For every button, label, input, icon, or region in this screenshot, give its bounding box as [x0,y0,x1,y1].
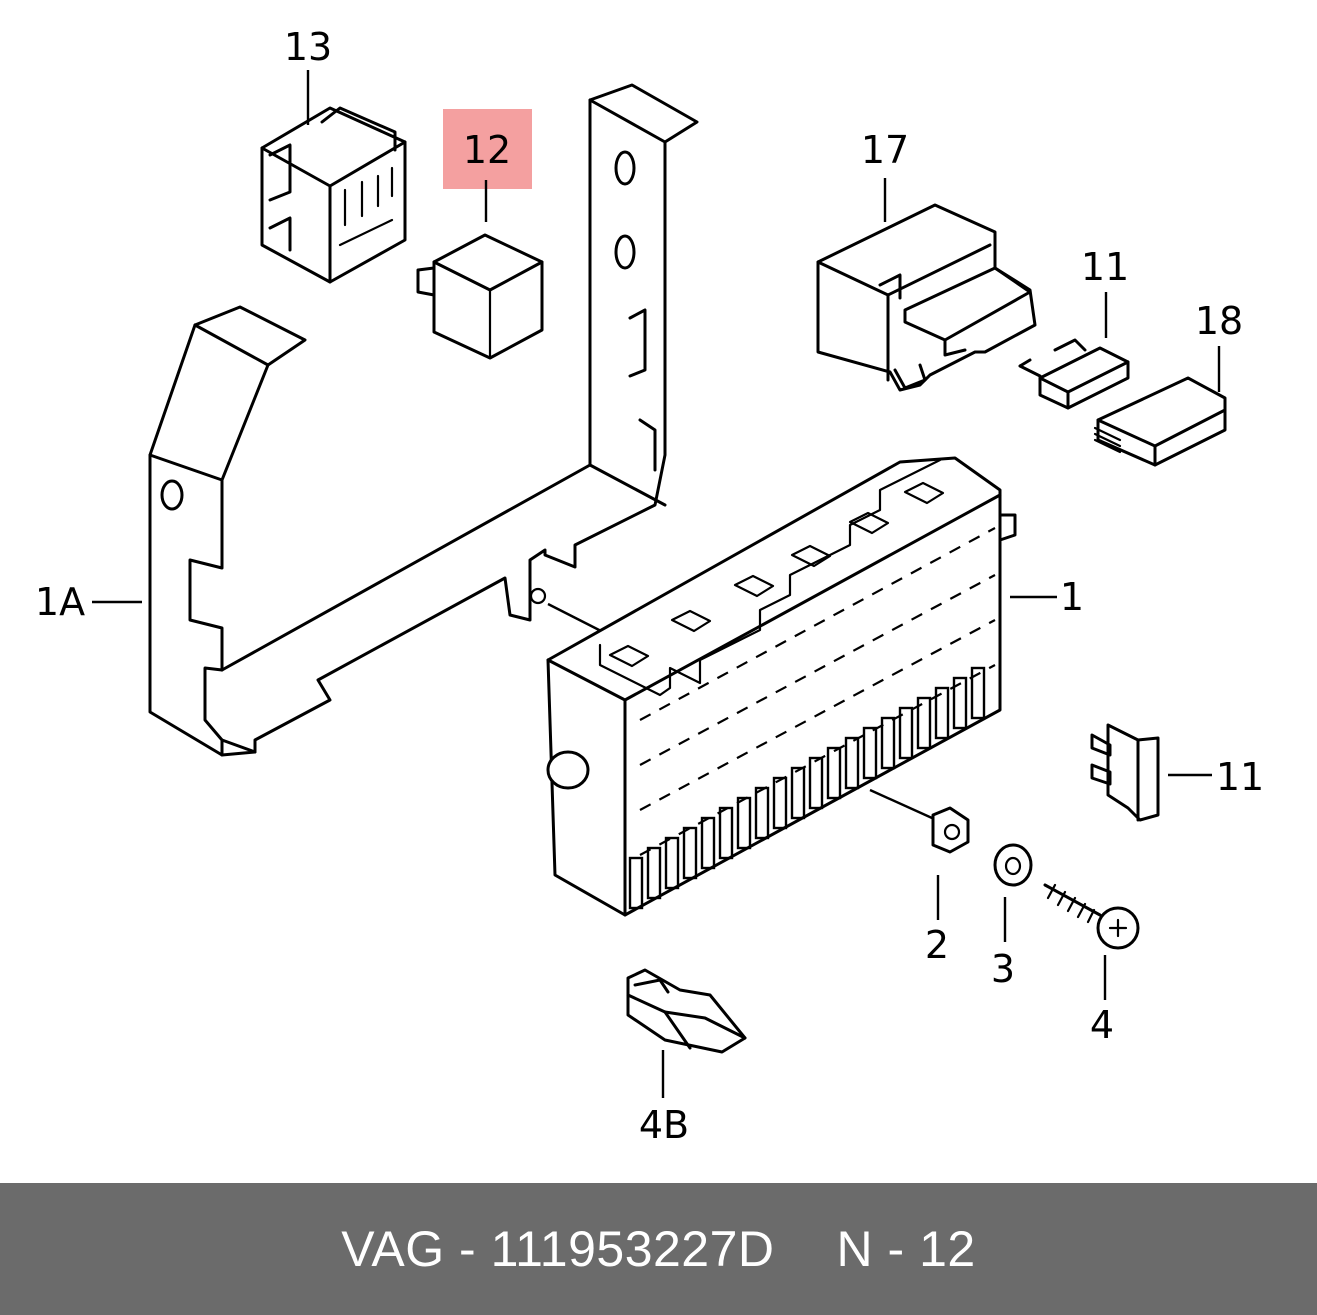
label-13: 13 [284,25,332,69]
label-18: 18 [1195,299,1243,343]
part-labels: 13 12 17 11 18 1A 1 11 2 3 4 4B [35,25,1264,1147]
label-1: 1 [1060,575,1084,619]
part-11-right-fuse [1090,723,1160,822]
label-11-right: 11 [1216,755,1264,799]
footer-part-number: VAG - 111953227D [341,1221,775,1277]
fuse-box-contacts [628,666,986,910]
label-11-upper: 11 [1081,245,1129,289]
label-4B: 4B [639,1103,689,1147]
part-18-fuse [1093,376,1227,467]
part-3-washer [993,843,1033,887]
leader-lines [92,70,1221,1098]
part-17-holder [816,203,1037,392]
label-1A: 1A [35,580,85,624]
label-17: 17 [861,128,909,172]
part-1-fuse-box [546,456,1017,917]
label-2: 2 [925,923,949,967]
part-12-highlight [443,109,532,189]
label-3: 3 [991,947,1015,991]
part-12-relay [416,109,544,360]
label-12: 12 [463,128,511,172]
part-4B-clip [626,968,747,1054]
part-2-nut [869,788,970,854]
footer-position: N - 12 [836,1221,976,1277]
footer-bar: VAG - 111953227D N - 12 [0,1183,1317,1315]
label-4: 4 [1090,1003,1114,1047]
part-11-upper-fuse [1018,338,1130,410]
parts-diagram: 13 12 17 11 18 1A 1 11 2 3 4 4B [35,25,1264,1147]
part-1A-bracket [148,83,699,757]
part-4-screw [1043,883,1140,950]
part-13-relay-holder [260,106,407,284]
